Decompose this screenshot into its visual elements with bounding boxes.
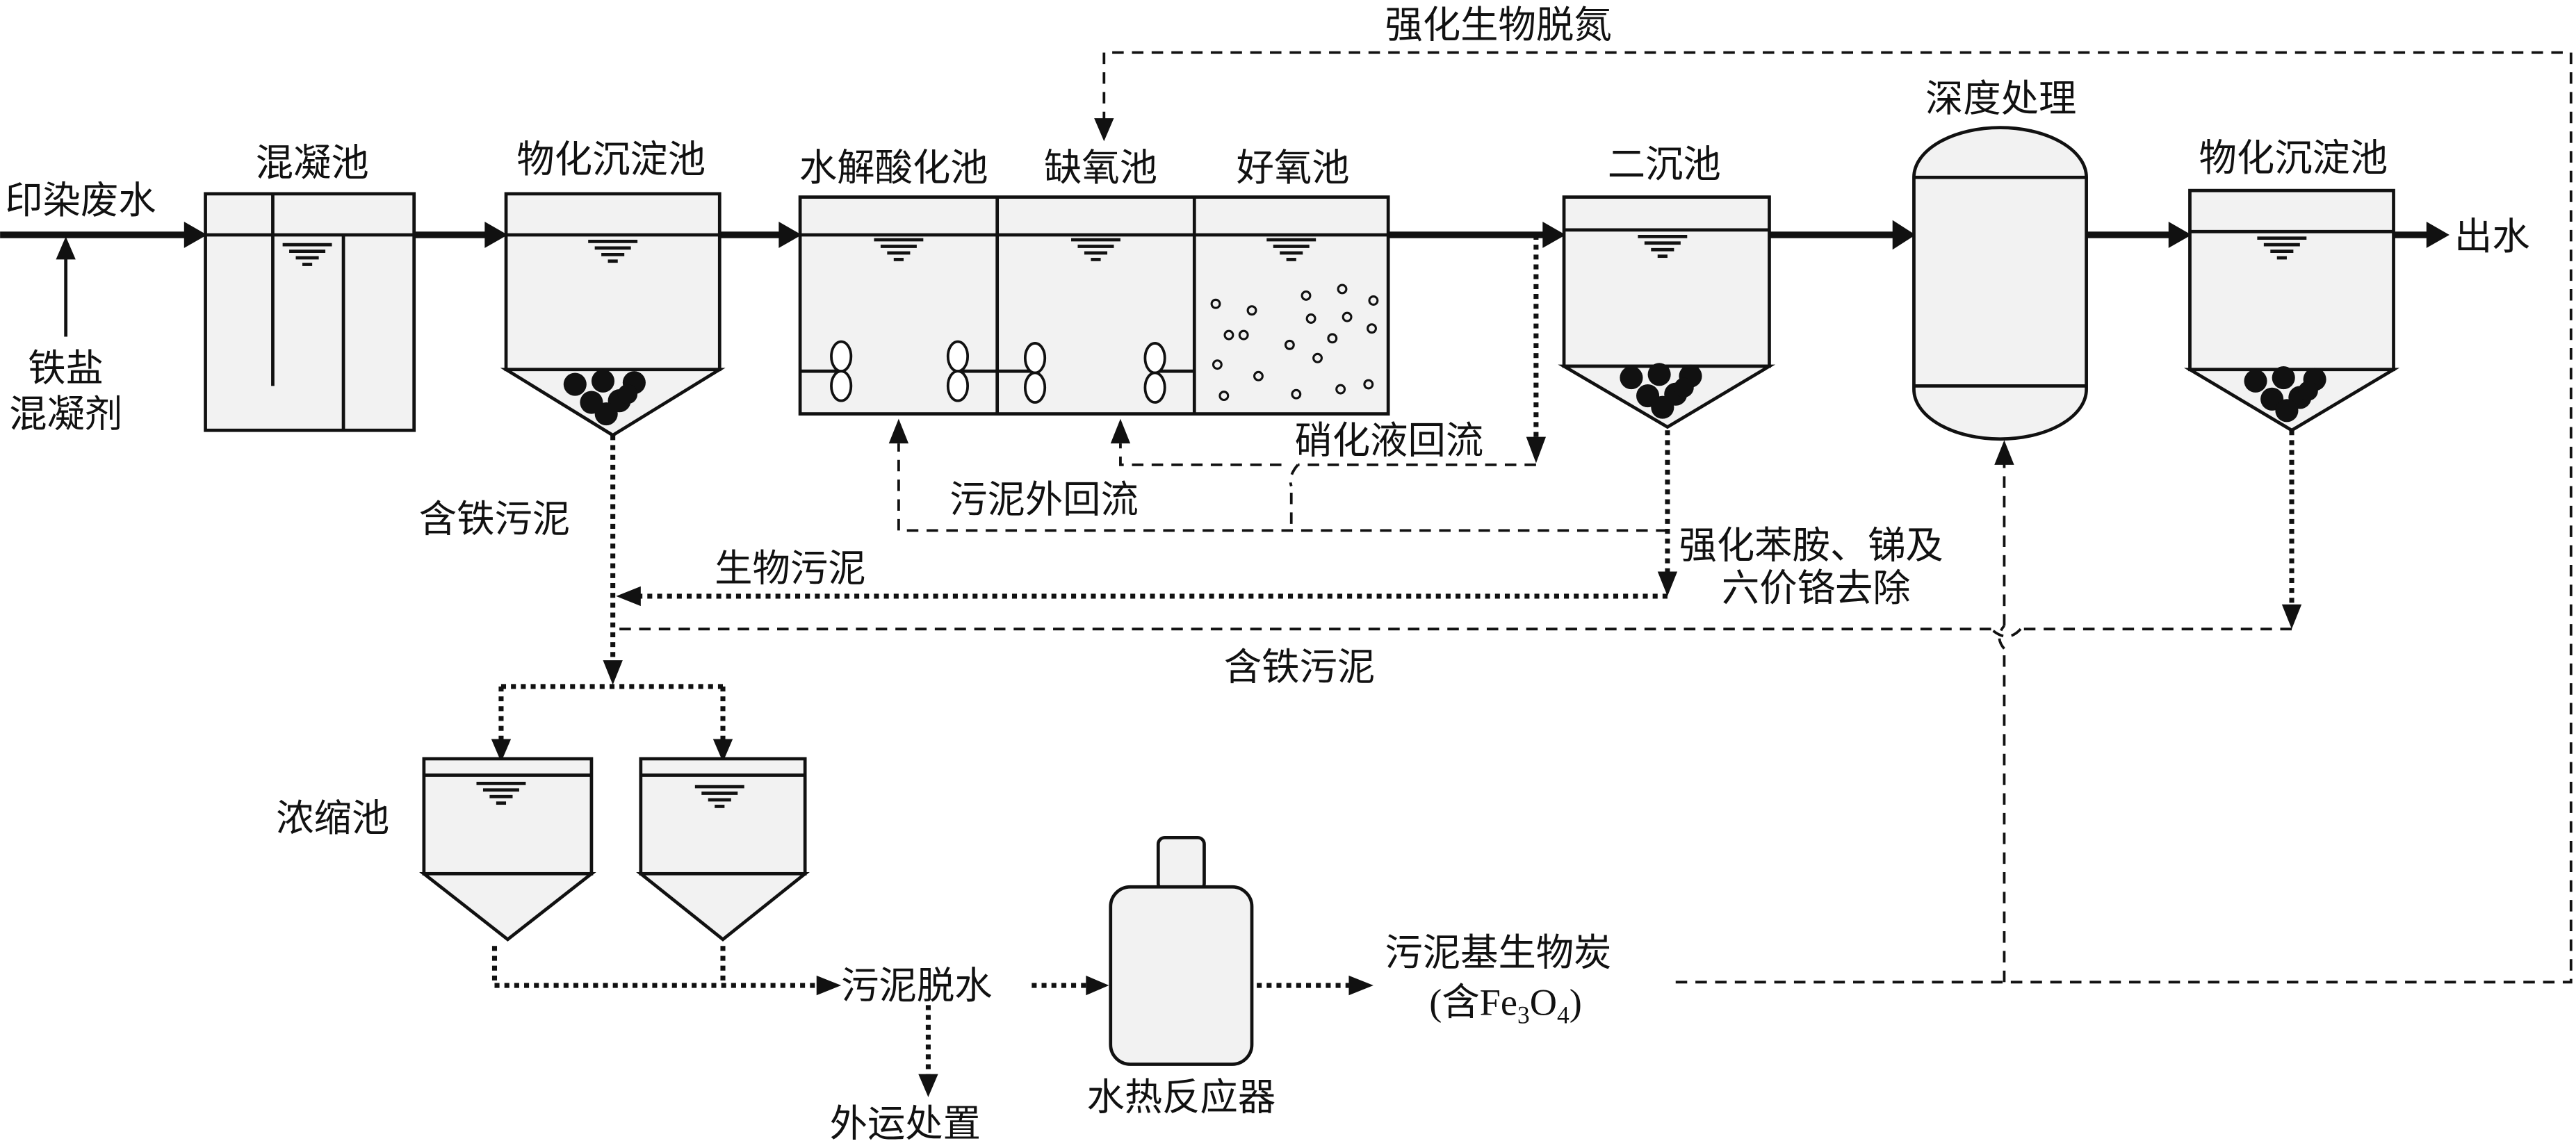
reactor-label: 水热反应器 <box>1087 1077 1276 1119</box>
secondary-clarifier-label: 二沉池 <box>1608 144 1721 186</box>
thickener-outflow-line <box>491 946 1373 1097</box>
secondary-clarifier <box>1558 195 1776 429</box>
biochar-label: 污泥基生物炭 <box>1385 933 1611 974</box>
aeration-bubbles-icon <box>1210 284 1379 402</box>
sludge-return-line <box>888 418 1668 532</box>
bio-sludge-line <box>616 430 1678 607</box>
iron-sludge-line-1 <box>491 435 733 762</box>
disposal-label: 外运处置 <box>830 1103 981 1145</box>
main-flow-line <box>0 220 2449 250</box>
sludge-return-label: 污泥外回流 <box>949 479 1139 520</box>
thickener-tanks <box>419 757 810 942</box>
advanced-treatment-label: 深度处理 <box>1925 79 2076 120</box>
effluent-label: 出水 <box>2454 216 2530 258</box>
nitrate-return-label: 硝化液回流 <box>1294 420 1483 461</box>
phys-settler-2-label: 物化沉淀池 <box>2199 138 2388 179</box>
enhanced-removal-label-2: 六价铬去除 <box>1722 568 1911 609</box>
biochar-composition-label: (含Fe3O4) <box>1429 982 1582 1029</box>
iron-sludge-label-1: 含铁污泥 <box>419 499 570 541</box>
iron-salt-label: 铁盐 <box>28 347 104 389</box>
aerobic-tank-label: 好氧池 <box>1237 147 1350 189</box>
coagulant-label: 混凝剂 <box>9 393 122 435</box>
phys-settler-1 <box>500 192 726 438</box>
iron-sludge-line-2 <box>616 430 2302 638</box>
thickener-label: 浓缩池 <box>276 798 389 839</box>
iron-sludge-label-2: 含铁污泥 <box>1224 646 1375 688</box>
dewatering-label: 污泥脱水 <box>841 965 992 1007</box>
phys-settler-1-label: 物化沉淀池 <box>516 139 706 181</box>
hydrolysis-tank-label: 水解酸化池 <box>799 147 988 189</box>
bio-sludge-label: 生物污泥 <box>715 548 865 590</box>
phys-settler-2 <box>2183 188 2400 432</box>
nitrate-return-line <box>1110 234 1547 487</box>
coagulation-tank-label: 混凝池 <box>256 142 369 184</box>
influent-label: 印染废水 <box>5 180 156 222</box>
advanced-treatment-vessel <box>1912 126 2088 441</box>
coagulation-tank <box>204 192 416 432</box>
enhanced-n-removal-label: 强化生物脱氮 <box>1385 4 1611 46</box>
arrow-up-icon <box>56 236 76 260</box>
biological-tanks <box>798 195 1390 416</box>
hydrothermal-reactor <box>1109 835 1254 1066</box>
enhanced-removal-label-1: 强化苯胺、锑及 <box>1679 525 1943 567</box>
anoxic-tank-label: 缺氧池 <box>1044 147 1157 189</box>
